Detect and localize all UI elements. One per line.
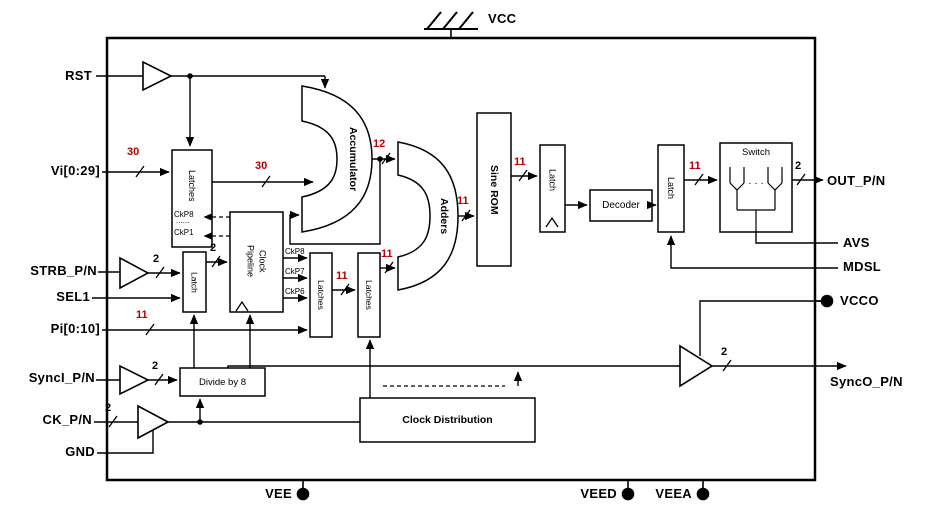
junction-dots xyxy=(187,73,383,425)
latch-b-block xyxy=(657,144,685,233)
block-outlines xyxy=(171,85,793,443)
pin-ck: CK_P/N xyxy=(42,412,92,427)
sine-rom-block xyxy=(476,112,512,267)
pi-latches2-block xyxy=(357,252,381,338)
sine-rom-label: Sine ROM xyxy=(488,164,500,215)
adders-shape xyxy=(397,141,459,291)
clock-distribution-label: Clock Distribution xyxy=(402,414,493,426)
width-acc-out: 12 xyxy=(373,138,386,150)
latch-b-label: Latch xyxy=(666,177,676,200)
pin-vcc: VCC xyxy=(488,11,517,26)
clock-carets xyxy=(235,216,559,312)
strb-latch-label: Latch xyxy=(189,271,200,293)
pipeline-clock-line2: Clock xyxy=(257,249,268,273)
latch-a-block xyxy=(539,144,566,233)
supply-pads xyxy=(296,294,834,501)
clock-distribution-block xyxy=(359,397,536,443)
pi-latches1-label: Latches xyxy=(316,280,326,310)
input-latches-label: Latches xyxy=(187,170,197,202)
ckp8-in-label: CkP8 xyxy=(174,210,194,219)
pin-veed: VEED xyxy=(580,486,617,501)
adders-label: Adders xyxy=(438,197,450,235)
strb-buffer-icon xyxy=(119,256,150,290)
pipeline-clock-block xyxy=(229,211,284,313)
ckp1-in-label: CkP1 xyxy=(174,228,194,237)
width-acc-in: 30 xyxy=(255,160,268,172)
pipeline-clock-line1: Pipeline xyxy=(245,244,256,278)
pin-mdsl: MDSL xyxy=(843,259,882,274)
pi-latches1-block xyxy=(309,252,333,338)
accumulator-label: Accumulator xyxy=(347,126,359,192)
ckp7-label: CkP7 xyxy=(285,267,305,276)
decoder-block xyxy=(589,189,653,222)
width-pi-mid: 11 xyxy=(336,270,348,282)
latch-a-clock-caret xyxy=(545,216,559,228)
divide-by-8-label: Divide by 8 xyxy=(199,376,246,388)
vcc-rail-icon xyxy=(424,11,478,38)
width-ck: 2 xyxy=(105,402,112,414)
switch-label: Switch xyxy=(742,146,770,158)
pin-vee: VEE xyxy=(265,486,292,501)
chip-boundary xyxy=(105,36,817,482)
width-synci: 2 xyxy=(152,360,159,372)
width-pi: 11 xyxy=(136,309,148,321)
pi-latches2-label: Latches xyxy=(364,280,374,310)
ckp-dots-label: ...... xyxy=(176,216,190,225)
bus-slashes xyxy=(108,152,806,428)
pipeline-clock-caret xyxy=(235,300,249,312)
pin-rst: RST xyxy=(65,68,92,83)
switch-transistors-icon xyxy=(729,167,783,232)
width-rom-out: 11 xyxy=(514,156,526,168)
width-pi-adders: 11 xyxy=(381,248,393,260)
latch-a-label: Latch xyxy=(547,168,558,192)
pin-strb: STRB_P/N xyxy=(30,263,97,278)
pin-synco: SyncO_P/N xyxy=(830,374,903,389)
synco-buffer-icon xyxy=(679,344,714,388)
pin-synci: SyncI_P/N xyxy=(28,370,95,385)
pin-pi: Pi[0:10] xyxy=(50,321,100,336)
divide-by-8-block xyxy=(179,367,266,397)
pin-veea: VEEA xyxy=(655,486,692,501)
pin-gnd: GND xyxy=(65,444,95,459)
switch-dots: · · · xyxy=(748,177,764,189)
accumulator-shape xyxy=(301,85,373,233)
synci-buffer-icon xyxy=(119,364,150,396)
width-strb-latch-out: 2 xyxy=(210,242,217,254)
pin-vi: Vi[0:29] xyxy=(50,163,100,178)
pin-out: OUT_P/N xyxy=(827,173,886,188)
decoder-label: Decoder xyxy=(602,200,640,211)
width-out: 2 xyxy=(795,160,802,172)
width-latch-b-out: 11 xyxy=(689,160,701,172)
ckp8-label: CkP8 xyxy=(285,247,305,256)
ckp6-label: CkP6 xyxy=(285,287,305,296)
width-adders-out: 11 xyxy=(457,195,469,207)
pin-avs: AVS xyxy=(843,235,870,250)
rst-buffer-icon xyxy=(142,60,173,92)
pin-vcco: VCCO xyxy=(840,293,879,308)
strb-latch-block xyxy=(182,251,207,313)
pin-sel1: SEL1 xyxy=(56,289,90,304)
pipeline-clock-label: Pipeline Clock xyxy=(230,212,283,310)
width-synco: 2 xyxy=(721,346,728,358)
dashed-wires xyxy=(203,213,505,387)
input-latches-block xyxy=(171,149,213,248)
width-strb: 2 xyxy=(153,253,160,265)
width-vi: 30 xyxy=(127,146,140,158)
